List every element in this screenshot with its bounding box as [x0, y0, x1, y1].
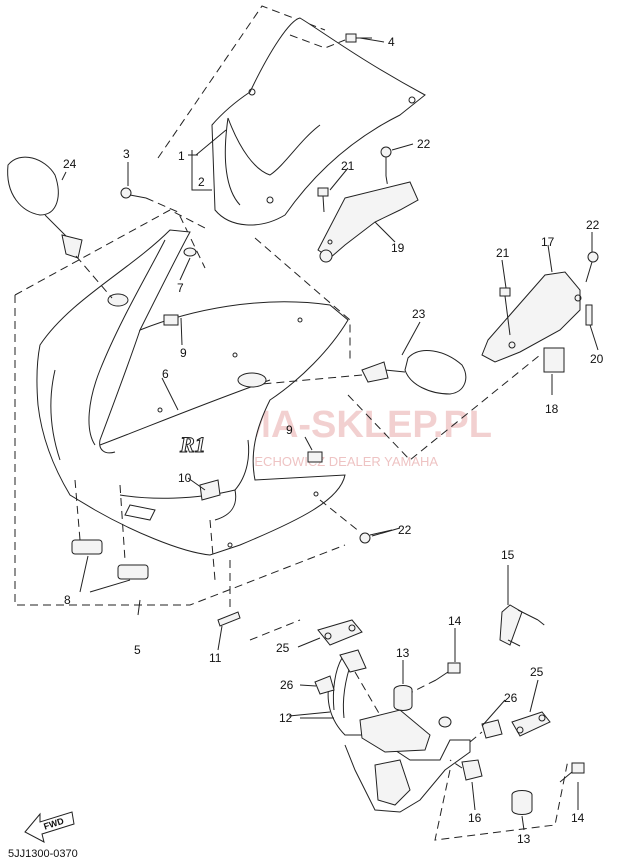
- callout-18: 18: [545, 402, 559, 416]
- screw-21-upper: [317, 187, 329, 213]
- clip-26-right: [481, 719, 503, 739]
- cowling-stay: [249, 619, 569, 841]
- callout-15: 15: [501, 548, 515, 562]
- callout-26-right: 26: [504, 691, 518, 705]
- callout-26-left: 26: [280, 678, 294, 692]
- callout-12: 12: [279, 711, 293, 725]
- plate-25-left: [317, 619, 363, 646]
- callout-6: 6: [162, 367, 169, 381]
- callout-13-lower: 13: [517, 832, 531, 846]
- washer-26: [438, 716, 452, 728]
- pad-20: [585, 304, 593, 326]
- bolt-14-upper: [411, 662, 461, 693]
- collar-13-lower: [511, 790, 533, 815]
- mirror-24: [7, 156, 113, 299]
- callout-13-upper: 13: [396, 646, 410, 660]
- callout-25-left: 25: [276, 641, 290, 655]
- callout-9-upper: 9: [180, 346, 187, 360]
- callout-3: 3: [123, 147, 130, 161]
- leader-lines: [61, 37, 599, 831]
- bolt-15: [499, 604, 549, 647]
- callout-5: 5: [134, 643, 141, 657]
- callout-21-upper: 21: [341, 159, 355, 173]
- callout-14-upper: 14: [448, 614, 462, 628]
- callout-25-right: 25: [530, 665, 544, 679]
- watermark-sub: UCIECHOWICZ DEALER YAMAHA: [232, 454, 438, 469]
- bracket-17: [481, 271, 582, 363]
- screw-21-right: [499, 287, 511, 336]
- mirror-23: [261, 350, 467, 395]
- screw-4: [345, 33, 372, 43]
- pad-18: [543, 347, 565, 373]
- callout-4: 4: [388, 35, 395, 49]
- clip-26-left: [314, 675, 335, 695]
- cowling: R1: [14, 209, 351, 606]
- windscreen: [157, 5, 426, 226]
- callout-9-lower: 9: [286, 423, 293, 437]
- callout-8: 8: [64, 593, 71, 607]
- diagram-code: 5JJ1300-0370: [8, 848, 78, 860]
- callout-19: 19: [391, 241, 405, 255]
- callout-16: 16: [468, 811, 482, 825]
- callout-2: 2: [198, 175, 205, 189]
- callout-17: 17: [541, 235, 555, 249]
- callout-20: 20: [590, 352, 604, 366]
- strip-11: [217, 611, 241, 627]
- screw-22-lower: [319, 499, 393, 544]
- nut-9-lower: [307, 451, 323, 463]
- grommet-8-a: [71, 539, 103, 555]
- callout-22-right: 22: [586, 218, 600, 232]
- nut-9-upper: [163, 314, 179, 326]
- screw-22-right: [585, 251, 599, 283]
- nut-16: [461, 759, 483, 781]
- collar-13-upper: [393, 685, 413, 711]
- callout-21-right: 21: [496, 246, 510, 260]
- callout-22-lower: 22: [398, 523, 412, 537]
- callout-labels: 1 2 3 4 5 6 7 8 9 9 10 11 12 13 13 14 14…: [63, 35, 604, 846]
- callout-10: 10: [178, 471, 192, 485]
- fwd-arrow-icon: FWD: [24, 811, 75, 843]
- grommet-8-b: [117, 564, 149, 580]
- callout-14-lower: 14: [571, 811, 585, 825]
- callout-22-upper: 22: [417, 137, 431, 151]
- callout-7: 7: [177, 281, 184, 295]
- screw-22-upper: [380, 146, 392, 189]
- callout-1: 1: [178, 149, 185, 163]
- callout-23: 23: [412, 307, 426, 321]
- callout-24: 24: [63, 157, 77, 171]
- callout-11: 11: [209, 651, 222, 665]
- bolt-14-lower: [559, 762, 585, 783]
- r1-decal: R1: [179, 432, 206, 457]
- screw-3: [120, 187, 206, 269]
- bracket-10: [199, 479, 221, 501]
